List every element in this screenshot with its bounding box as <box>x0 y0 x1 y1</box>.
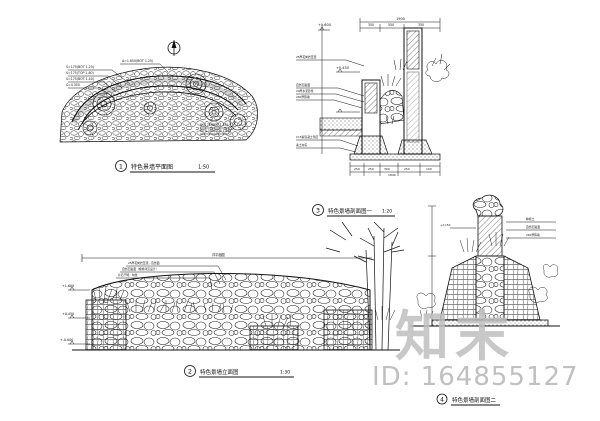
view-title-4: 4 特色景墙剖面图二 <box>436 393 500 406</box>
svg-text:25厚花岗岩压顶: 25厚花岗岩压顶 <box>296 55 317 59</box>
svg-text:C15素混凝土垫层: C15素混凝土垫层 <box>296 135 318 139</box>
svg-text:+0.450: +0.450 <box>62 312 74 316</box>
svg-text:+1.600: +1.600 <box>318 23 331 27</box>
svg-text:片石干砌，勾缝: 片石干砌，勾缝 <box>118 273 138 277</box>
north-arrow-icon <box>167 40 181 56</box>
svg-text:自然石贴面: 自然石贴面 <box>296 83 310 87</box>
svg-text:4: 4 <box>440 397 444 404</box>
elevation-view: 详平面图 + <box>60 221 405 378</box>
svg-text:+2.150: +2.150 <box>440 223 451 227</box>
svg-text:240厚砖墙: 240厚砖墙 <box>296 95 310 99</box>
svg-text:+-0.000: +-0.000 <box>60 338 73 342</box>
svg-text:特色景墙剖面图二: 特色景墙剖面图二 <box>452 396 497 404</box>
svg-text:100: 100 <box>426 167 432 171</box>
view-title-1: 1 特色景墙平面图 1:50 <box>115 160 215 173</box>
view-title-2: 2 特色景墙立面图 1:30 <box>184 365 294 378</box>
svg-text:2: 2 <box>188 368 192 376</box>
svg-text:1900: 1900 <box>396 17 405 21</box>
svg-text:素土夯实: 素土夯实 <box>296 143 307 147</box>
svg-text:详平面图: 详平面图 <box>212 252 225 257</box>
svg-text:240厚砖墙: 240厚砖墙 <box>526 233 540 237</box>
svg-text:1:20: 1:20 <box>382 209 392 215</box>
svg-text:自然石贴面（规格详见设计）: 自然石贴面（规格详见设计） <box>122 267 158 271</box>
svg-text:S=4.350(TOP 1.52): S=4.350(TOP 1.52) <box>200 129 231 133</box>
svg-text:25厚花岗岩压顶，自然面: 25厚花岗岩压顶，自然面 <box>128 261 160 265</box>
svg-text:1:50: 1:50 <box>198 165 209 171</box>
section-view-1: 1900 350 550 350 <box>296 17 451 217</box>
svg-text:1840: 1840 <box>388 173 396 177</box>
svg-text:1: 1 <box>119 163 123 171</box>
svg-text:种植土: 种植土 <box>526 217 535 221</box>
svg-text:+0.450: +0.450 <box>336 66 349 70</box>
svg-text:S=175(BOT 1.40): S=175(BOT 1.40) <box>66 77 94 81</box>
svg-text:250: 250 <box>368 167 374 171</box>
svg-text:+1.600: +1.600 <box>62 284 74 288</box>
svg-text:300: 300 <box>384 167 390 171</box>
svg-text:550: 550 <box>388 23 394 27</box>
svg-text:350: 350 <box>368 23 374 27</box>
svg-text:250: 250 <box>354 167 360 171</box>
svg-text:特色景墙平面图: 特色景墙平面图 <box>131 163 173 171</box>
svg-text:S=175(TOP 1.60): S=175(TOP 1.60) <box>66 71 94 75</box>
svg-text:特色景墙剖面图一: 特色景墙剖面图一 <box>328 207 373 215</box>
svg-text:自然石贴面: 自然石贴面 <box>526 225 540 229</box>
svg-text:1:30: 1:30 <box>280 370 290 376</box>
svg-text:20厚水泥砂浆: 20厚水泥砂浆 <box>296 89 314 93</box>
svg-text:250: 250 <box>404 167 410 171</box>
svg-text:3: 3 <box>316 207 320 215</box>
plan-view: S=175(BOT 1.25) S=175(TOP 1.60) S=175(BO… <box>59 40 259 173</box>
svg-text:S=4.350: S=4.350 <box>66 83 80 87</box>
section-view-2: 种植土 自然石贴面 240厚砖墙 +2.150 4 特色景墙剖面图二 <box>410 194 560 406</box>
view-title-3: 3 特色景墙剖面图一 1:20 <box>312 204 395 217</box>
svg-text:A=1.650(BOT 1.25): A=1.650(BOT 1.25) <box>122 59 153 63</box>
svg-text:350: 350 <box>418 23 424 27</box>
svg-text:S=175(BOT 1.25): S=175(BOT 1.25) <box>66 65 94 69</box>
svg-text:S=175(BOT 1.55): S=175(BOT 1.55) <box>200 123 228 127</box>
svg-text:特色景墙立面图: 特色景墙立面图 <box>200 368 239 376</box>
